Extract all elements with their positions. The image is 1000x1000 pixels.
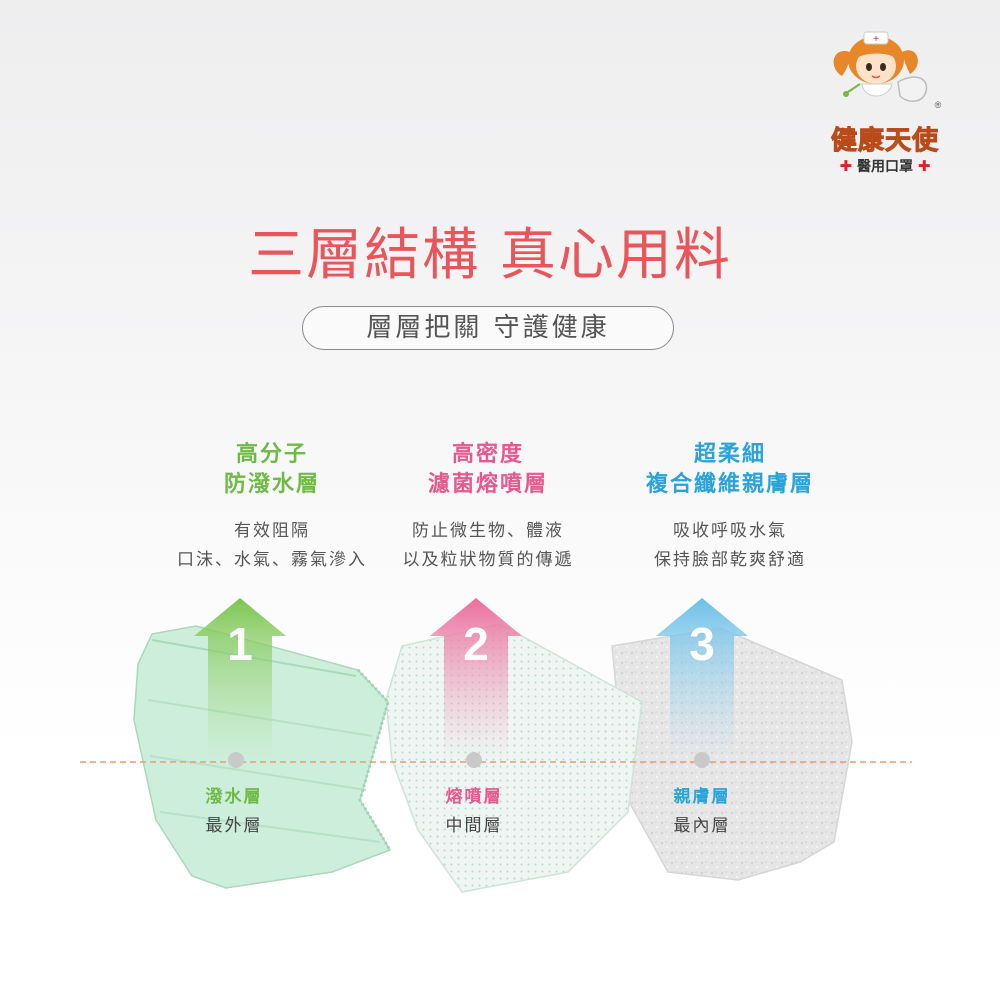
layer-3-marker (694, 752, 710, 768)
page-title: 三層結構 真心用料 (248, 223, 732, 288)
layer-3-arrow (656, 598, 748, 758)
layer-1-info: 高分子 防潑水層 有效阻隔 口沫、水氣、霧氣滲入 (152, 440, 392, 575)
layer-2-heading-line1: 高密度 (451, 442, 524, 467)
layer-1-label: 潑水層 最外層 (174, 783, 294, 841)
brand-logo: + ® 健康天使 ✚ 醫用口罩 ✚ (820, 22, 950, 175)
layer-2-label: 熔噴層 中間層 (414, 783, 534, 841)
layer-2-desc-line2: 以及粒狀物質的傳遞 (402, 550, 574, 570)
layer-3-name: 親膚層 (673, 787, 731, 807)
layer-1-desc-line1: 有效阻隔 (234, 521, 310, 541)
layer-1-heading-line1: 高分子 (235, 442, 308, 467)
angel-mascot-icon: + ® (833, 31, 942, 110)
layer-3-heading-line2: 複合纖維親膚層 (645, 472, 814, 497)
layer-3-info: 超柔細 複合纖維親膚層 吸收呼吸水氣 保持臉部乾爽舒適 (610, 440, 850, 575)
brand-tagline-text: 醫用口罩 (857, 159, 913, 175)
layer-2-marker (466, 752, 482, 768)
mask-layers-illustration: 1 2 3 (80, 598, 912, 893)
red-cross-icon: ✚ (839, 157, 853, 175)
red-cross-icon: ✚ (917, 157, 931, 175)
layer-3-position: 最內層 (673, 816, 731, 836)
layer-3-desc-line2: 保持臉部乾爽舒適 (654, 550, 806, 570)
layer-2-name: 熔噴層 (445, 787, 503, 807)
layer-2-heading-line2: 濾菌熔噴層 (427, 472, 548, 497)
layer-2-number: 2 (463, 618, 489, 670)
layer-2-info: 高密度 濾菌熔噴層 防止微生物、體液 以及粒狀物質的傳遞 (368, 440, 608, 575)
layer-3-label: 親膚層 最內層 (642, 783, 762, 841)
layer-2-arrow (430, 598, 522, 758)
layer-1-name: 潑水層 (205, 787, 263, 807)
layer-1-position: 最外層 (205, 816, 263, 836)
subtitle-pill: 層層把關 守護健康 (302, 306, 674, 350)
layer-1-arrow (194, 598, 286, 758)
layer-2-position: 中間層 (445, 816, 503, 836)
brand-tagline: ✚ 醫用口罩 ✚ (820, 156, 950, 176)
middle-layer-sheet (385, 623, 643, 893)
layer-1-number: 1 (227, 618, 253, 670)
layer-1-desc-line2: 口沫、水氣、霧氣滲入 (177, 550, 367, 570)
layer-2-desc-line1: 防止微生物、體液 (412, 521, 564, 541)
layer-3-heading-line1: 超柔細 (693, 442, 766, 467)
layer-3-number: 3 (689, 618, 715, 670)
svg-text:®: ® (935, 100, 942, 110)
svg-text:+: + (873, 34, 879, 45)
brand-name: 健康天使 (830, 126, 939, 157)
layer-1-marker (228, 752, 244, 768)
layer-1-heading-line2: 防潑水層 (223, 472, 320, 497)
layer-3-desc-line1: 吸收呼吸水氣 (673, 521, 787, 541)
